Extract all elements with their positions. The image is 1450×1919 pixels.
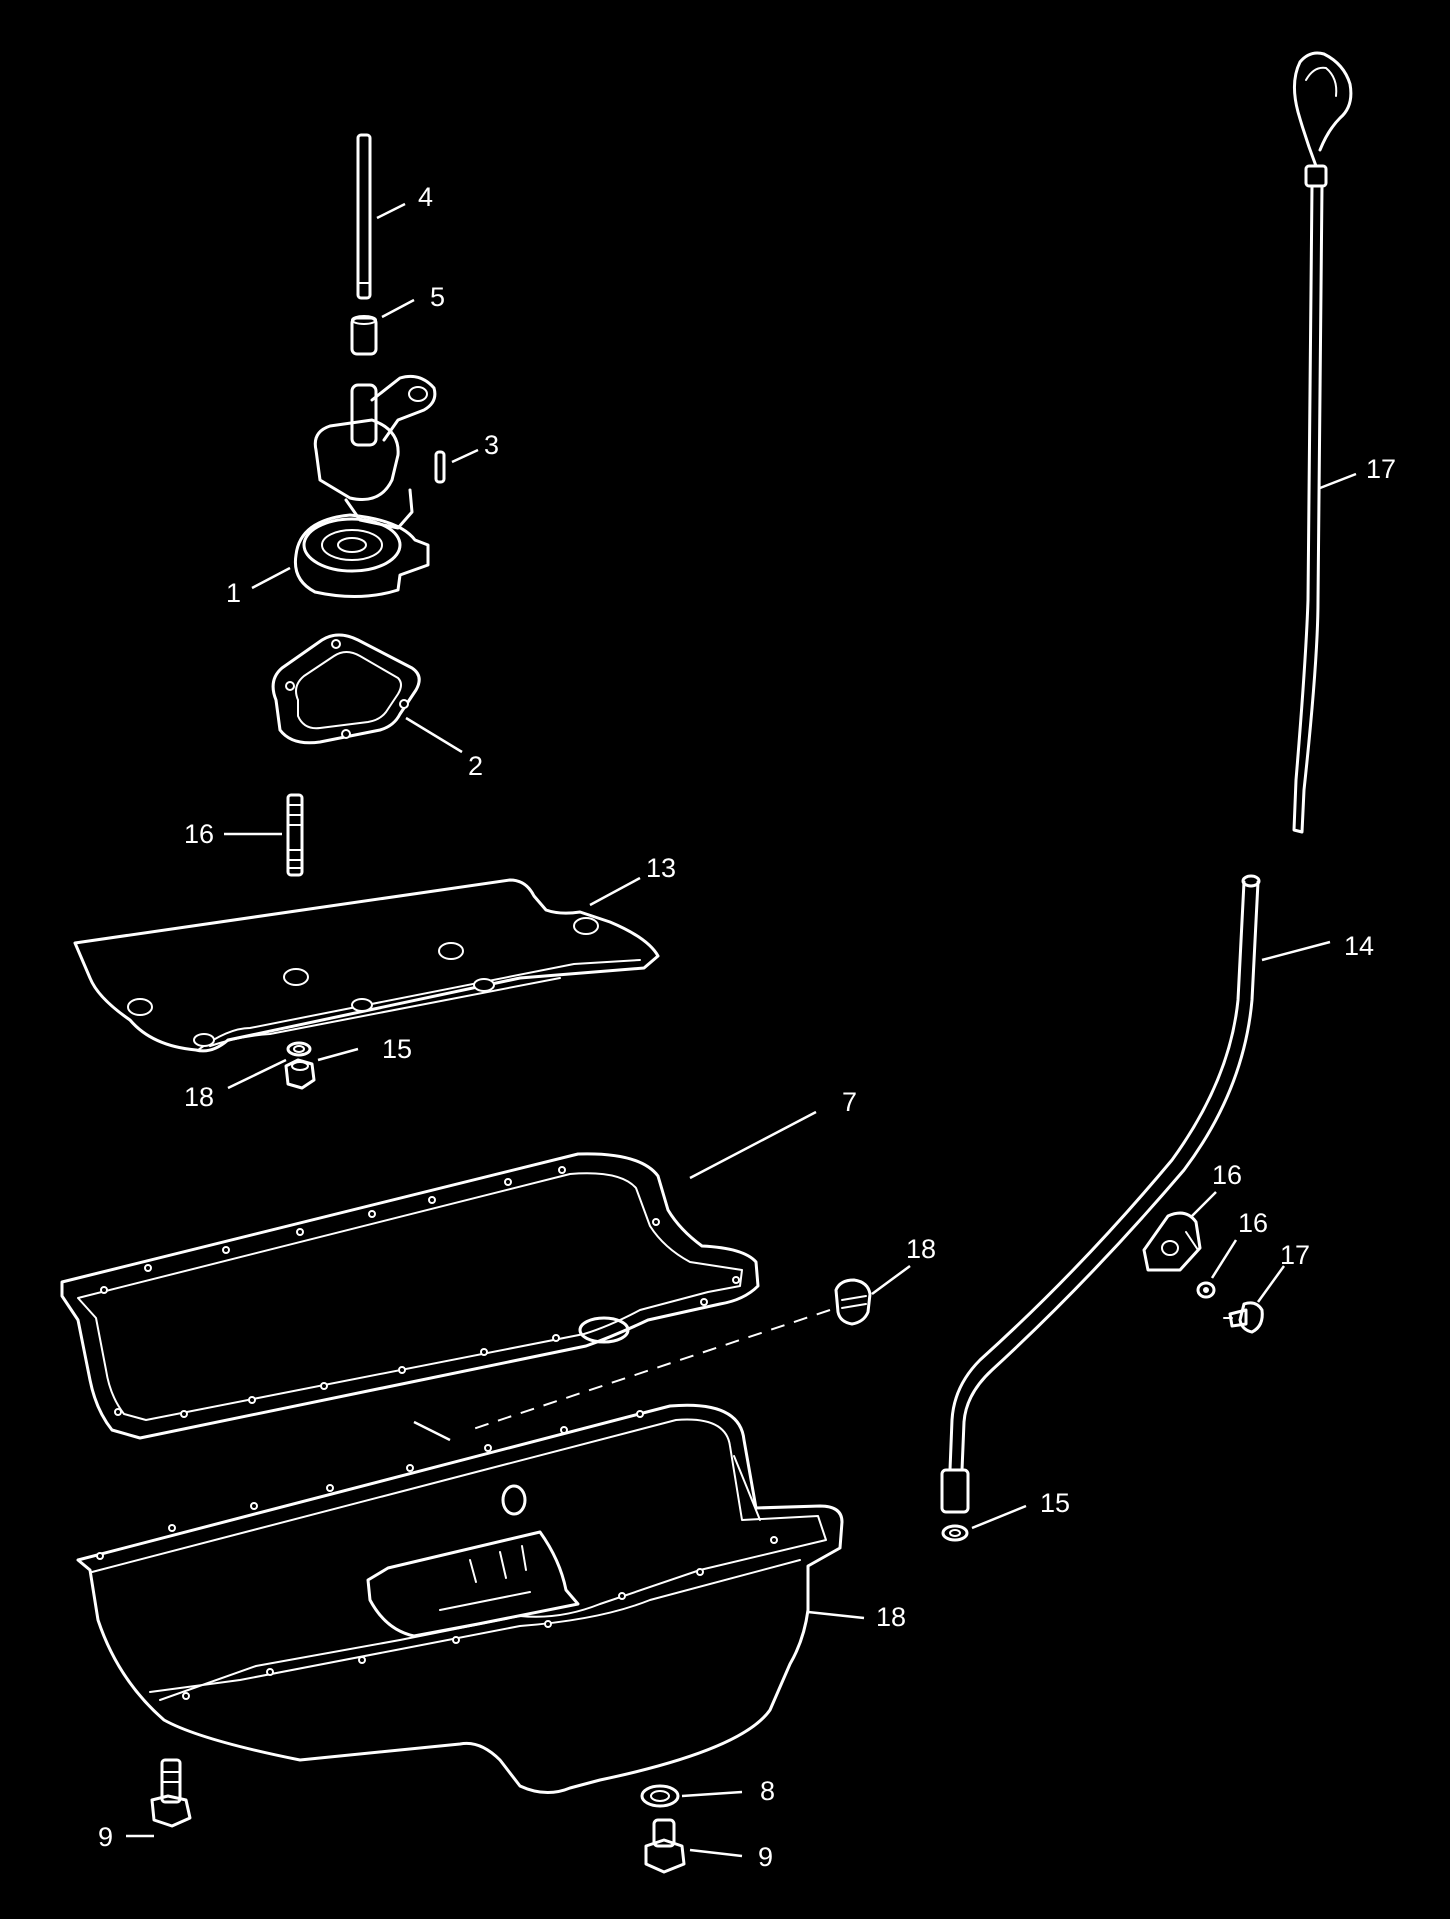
leader-16-clip <box>1191 1191 1217 1217</box>
callout-18-pan: 18 <box>876 1602 906 1632</box>
part-9-drain-bolt <box>644 1818 686 1874</box>
leader-5 <box>381 298 415 319</box>
callout-4: 4 <box>418 182 433 212</box>
part-18-tray-washer <box>286 1041 312 1057</box>
part-17-dipstick <box>1292 51 1353 834</box>
part-3-pump-pin <box>434 450 446 484</box>
callout-9-left: 9 <box>98 1822 113 1852</box>
part-15-tray-nut <box>284 1058 316 1090</box>
part-16-clip-washer <box>1196 1281 1216 1299</box>
callout-2: 2 <box>468 751 483 781</box>
part-15-tube-seal <box>941 1524 969 1542</box>
callout-8: 8 <box>760 1776 775 1806</box>
part-9-bolt-left <box>150 1758 192 1828</box>
part-4-pump-shaft <box>356 133 372 300</box>
leader-14 <box>1261 940 1331 962</box>
callout-13: 13 <box>646 853 676 883</box>
callout-3: 3 <box>484 430 499 460</box>
callout-5: 5 <box>430 282 445 312</box>
leader-3 <box>451 448 479 464</box>
leader-16-washer <box>1210 1239 1238 1279</box>
leader-1 <box>251 566 291 590</box>
part-7-oil-pan-gasket <box>60 1152 760 1440</box>
leader-17-dipstick <box>1319 472 1357 490</box>
leader-15-nut <box>317 1047 359 1062</box>
leader-18-pan <box>807 1610 865 1620</box>
part-1-oil-pump <box>293 374 437 598</box>
leader-13 <box>589 876 641 907</box>
callout-9-right: 9 <box>758 1842 773 1872</box>
part-14-dipstick-tube <box>940 874 1261 1514</box>
callout-16-clip: 16 <box>1212 1160 1242 1190</box>
leader-9-right <box>689 1848 743 1858</box>
part-5-shaft-sleeve <box>350 315 378 356</box>
leader-4 <box>376 202 406 220</box>
leader-2 <box>405 716 463 754</box>
leader-17-screw <box>1256 1265 1286 1303</box>
leader-15-tube <box>971 1504 1027 1530</box>
part-13-windage-tray <box>73 878 660 1053</box>
callout-14: 14 <box>1344 931 1374 961</box>
leader-18-nut <box>227 1058 287 1090</box>
part-8-drain-washer <box>640 1784 680 1808</box>
callout-18-nut: 18 <box>184 1082 214 1112</box>
callout-16-washer: 16 <box>1238 1208 1268 1238</box>
callout-15-tube: 15 <box>1040 1488 1070 1518</box>
callout-17-screw: 17 <box>1280 1240 1310 1270</box>
drain-plug-alignment-line <box>469 1309 831 1431</box>
part-18-oil-pan <box>76 1403 844 1794</box>
callout-15-nut: 15 <box>382 1034 412 1064</box>
callout-18-plug: 18 <box>906 1234 936 1264</box>
part-17-clip-screw <box>1223 1301 1264 1334</box>
callout-16-stud: 16 <box>184 819 214 849</box>
leader-8 <box>681 1790 743 1798</box>
part-16-stud <box>286 793 304 877</box>
part-18-drain-plug <box>834 1278 872 1326</box>
part-2-pump-gasket <box>271 633 421 745</box>
leader-18-plug <box>871 1264 911 1296</box>
part-16-tube-clip <box>1142 1211 1202 1272</box>
leader-7 <box>689 1110 817 1180</box>
alignment-tick <box>413 1420 451 1442</box>
callout-17-dipstick: 17 <box>1366 454 1396 484</box>
callout-1: 1 <box>226 578 241 608</box>
callout-7: 7 <box>842 1087 857 1117</box>
